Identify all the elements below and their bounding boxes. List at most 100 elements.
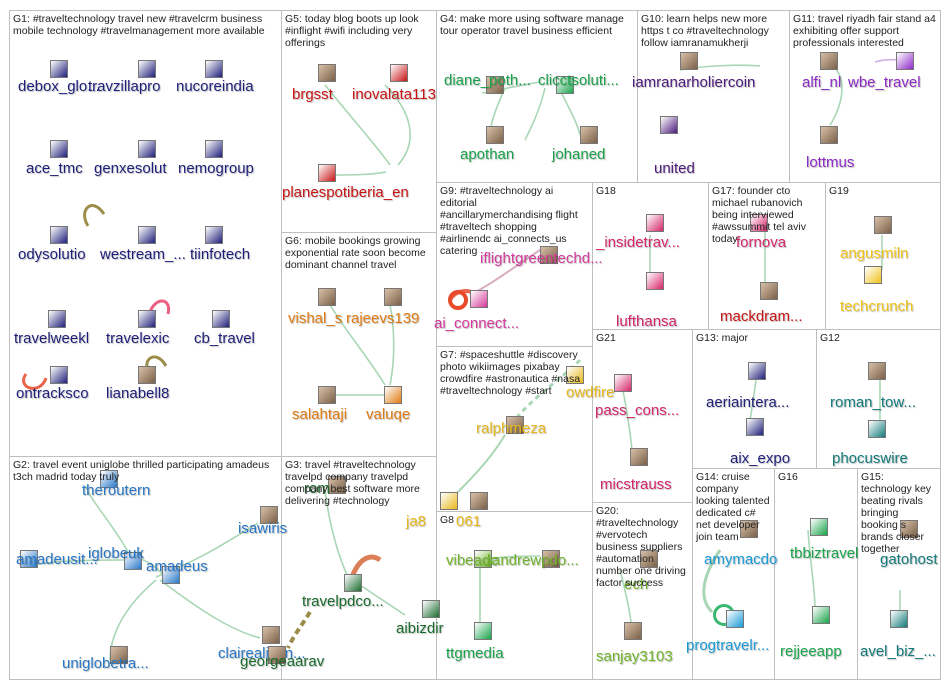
node-label: tbbiztravel <box>790 545 859 562</box>
logo-avatar <box>138 60 156 78</box>
group-panel-g10: G10: learn helps new more https t co #tr… <box>637 10 790 183</box>
group-title: G11: travel riyadh fair stand a4 exhibit… <box>793 13 936 49</box>
photo-avatar <box>820 126 838 144</box>
node-label: brgsst <box>292 86 333 103</box>
node-label: travelexic <box>106 330 170 347</box>
photo-avatar <box>486 126 504 144</box>
photo-avatar <box>868 362 886 380</box>
node-label: vishal_s <box>288 310 343 327</box>
node-label: micstrauss <box>600 476 672 493</box>
node-label: ai_connect... <box>434 315 520 332</box>
node-label: travelpdco... <box>302 593 384 610</box>
node-label: diane_poth... <box>444 72 531 89</box>
group-panel-g17: G17: founder cto michael rubanovich bein… <box>708 182 826 330</box>
node-label: rajeevs139 <box>346 310 420 327</box>
photo-avatar <box>640 550 658 568</box>
node-label: theroutern <box>82 482 151 499</box>
logo-avatar <box>138 310 156 328</box>
group-title: G4: make more using software manage tour… <box>440 13 624 37</box>
group-title: G14: cruise company looking talented ded… <box>696 471 770 543</box>
node-label: iamranarholiercoin <box>632 74 756 91</box>
logo-avatar <box>750 214 768 232</box>
photo-avatar <box>580 126 598 144</box>
node-label: genxesolut <box>94 160 167 177</box>
logo-avatar <box>646 214 664 232</box>
logo-avatar <box>422 600 440 618</box>
photo-avatar <box>630 448 648 466</box>
node-label: amadeusit... <box>16 551 98 568</box>
group-title: G1: #traveltechnology travel new #travel… <box>13 13 265 37</box>
node-label: apothan <box>460 146 515 163</box>
group-title: G10: learn helps new more https t co #tr… <box>641 13 769 49</box>
group-panel-g16: G16 <box>774 468 858 680</box>
logo-avatar <box>746 418 764 436</box>
photo-avatar <box>740 520 758 538</box>
node-label: johaned <box>552 146 606 163</box>
photo-avatar <box>760 282 778 300</box>
photo-avatar <box>542 550 560 568</box>
node-label: ttgmedia <box>446 645 504 662</box>
photo-avatar <box>470 492 488 510</box>
logo-avatar <box>390 64 408 82</box>
photo-avatar <box>318 386 336 404</box>
logo-avatar <box>864 266 882 284</box>
logo-avatar <box>896 52 914 70</box>
node-label: nucoreindia <box>176 78 254 95</box>
node-label: clicctsoluti... <box>538 72 619 89</box>
node-label: aibizdir <box>396 620 444 637</box>
logo-avatar <box>660 116 678 134</box>
group-panel-g18: G18 <box>592 182 709 330</box>
photo-avatar <box>680 52 698 70</box>
node-label: aix_expo <box>730 450 791 467</box>
group-title: G2: travel event uniglobe thrilled parti… <box>13 459 270 483</box>
group-title: G9: #traveltechnology ai editorial #anci… <box>440 185 578 257</box>
logo-avatar <box>868 420 886 438</box>
node-label: angusmiln <box>840 245 909 262</box>
self-loop <box>448 290 468 310</box>
group-panel-g6: G6: mobile bookings growing exponential … <box>281 232 437 457</box>
logo-avatar <box>205 226 223 244</box>
node-label: sanjay3103 <box>596 648 673 665</box>
logo-avatar <box>318 164 336 182</box>
logo-avatar <box>474 622 492 640</box>
node-label: alfi_nl <box>802 74 842 91</box>
node-label: wbe_travel <box>848 74 921 91</box>
node-label: ontracksco <box>16 385 89 402</box>
group-title: G21 <box>596 332 616 344</box>
group-title: G13: major <box>696 332 748 344</box>
node-label: fornova <box>736 234 787 251</box>
group-panel-g19: G19 <box>825 182 941 330</box>
logo-avatar <box>384 386 402 404</box>
node-label: avel_biz_... <box>860 643 936 660</box>
logo-avatar <box>474 550 492 568</box>
logo-avatar <box>138 226 156 244</box>
photo-avatar <box>384 288 402 306</box>
node-label: lianabell8 <box>106 385 170 402</box>
group-panel-g21: G21 <box>592 329 693 503</box>
logo-avatar <box>344 574 362 592</box>
logo-avatar <box>810 518 828 536</box>
logo-avatar <box>646 272 664 290</box>
photo-avatar <box>268 646 286 664</box>
node-label: 061 <box>456 513 482 530</box>
group-title: G15: technology key beating rivals bring… <box>861 471 932 555</box>
logo-avatar <box>48 310 66 328</box>
group-panel-g12: G12 <box>816 329 941 469</box>
node-label: nemogroup <box>178 160 254 177</box>
logo-avatar <box>890 610 908 628</box>
logo-avatar <box>205 140 223 158</box>
logo-avatar <box>726 610 744 628</box>
group-title: G17: founder cto michael rubanovich bein… <box>712 185 806 245</box>
group-panel-g8: G8 <box>436 511 593 680</box>
logo-avatar <box>50 60 68 78</box>
node-label: ja8 <box>406 513 427 530</box>
group-panel-g20: G20: #traveltechnology #vervotech busine… <box>592 502 693 680</box>
node-label: rom <box>304 480 330 497</box>
photo-avatar <box>624 622 642 640</box>
group-title: G16 <box>778 471 798 483</box>
node-label: amymacdo <box>704 551 778 568</box>
node-label: lottmus <box>806 154 855 171</box>
node-label: pass_cons... <box>595 402 680 419</box>
node-label: inovalata113 <box>352 86 436 103</box>
